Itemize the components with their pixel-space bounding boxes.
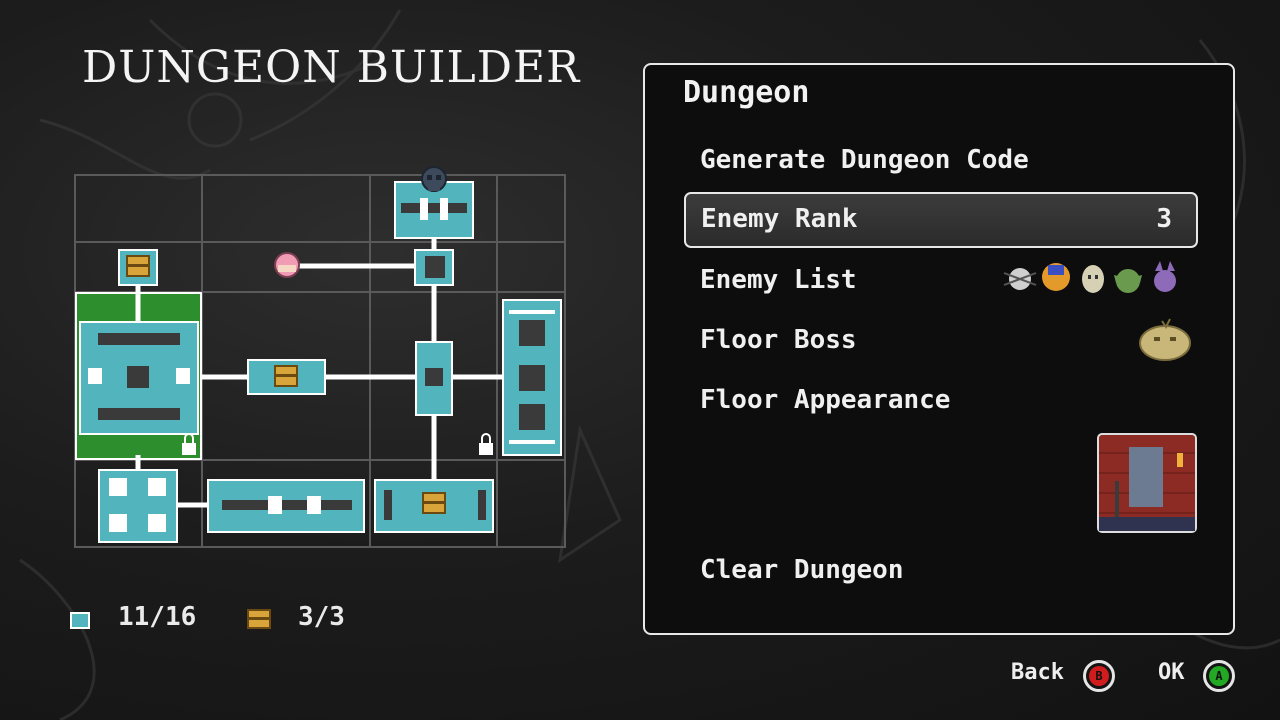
lock-icon xyxy=(479,433,493,455)
ok-label[interactable]: OK xyxy=(1158,660,1185,685)
room-icon xyxy=(70,612,90,629)
page-title: DUNGEON BUILDER xyxy=(82,42,581,93)
hero-head-icon xyxy=(274,252,300,278)
room-count: 11/16 xyxy=(118,602,197,632)
menu-floor-appearance[interactable]: Floor Appearance xyxy=(700,385,951,415)
room-highlights xyxy=(88,198,555,532)
lock-icon xyxy=(182,433,196,455)
menu-enemy-rank-label: Enemy Rank xyxy=(701,204,858,234)
chest-icon xyxy=(126,255,150,277)
floor-appearance-thumbnail[interactable] xyxy=(1097,433,1197,533)
ok-button[interactable]: A xyxy=(1203,660,1235,692)
corridors xyxy=(135,238,503,508)
enemy-bat-icon xyxy=(1154,261,1176,292)
chest-icon xyxy=(274,365,298,387)
menu-enemy-rank[interactable]: Enemy Rank 3 xyxy=(684,192,1198,248)
enemy-spider-icon xyxy=(1003,268,1037,290)
menu-clear-dungeon[interactable]: Clear Dungeon xyxy=(700,555,904,585)
menu-enemy-list[interactable]: Enemy List xyxy=(700,265,857,295)
chest-icon xyxy=(247,609,271,629)
chest-count: 3/3 xyxy=(298,602,345,632)
enemy-knight-icon xyxy=(1042,263,1070,291)
b-key-icon: B xyxy=(1089,666,1109,686)
floor-boss-icon xyxy=(1139,318,1191,361)
back-label[interactable]: Back xyxy=(1011,660,1064,685)
back-button[interactable]: B xyxy=(1083,660,1115,692)
enemy-ghost-icon xyxy=(1082,265,1104,293)
menu-floor-boss[interactable]: Floor Boss xyxy=(700,325,857,355)
a-key-icon: A xyxy=(1209,666,1229,686)
skull-icon xyxy=(421,166,447,192)
chest-icon xyxy=(422,492,446,514)
menu-enemy-rank-value: 3 xyxy=(1156,204,1172,234)
panel-title: Dungeon xyxy=(683,75,810,110)
enemy-goblin-icon xyxy=(1114,269,1142,293)
enemy-list-icons xyxy=(1003,261,1176,293)
room-details xyxy=(98,203,545,520)
dungeon-menu-panel: Dungeon Generate Dungeon Code Enemy Rank… xyxy=(643,63,1235,635)
menu-generate-dungeon-code[interactable]: Generate Dungeon Code xyxy=(700,145,1029,175)
